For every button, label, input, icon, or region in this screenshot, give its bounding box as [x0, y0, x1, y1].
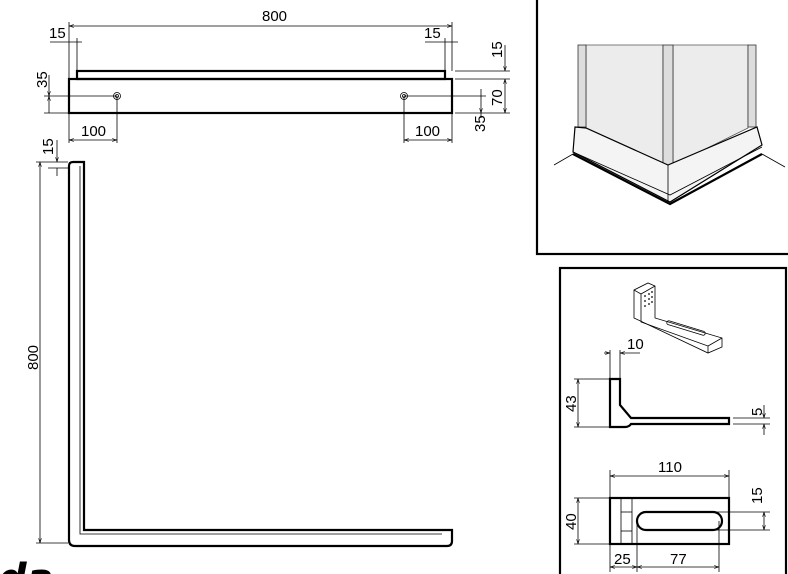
corner-skirting: [572, 126, 763, 203]
bracket-detail: 10 43 5: [558, 266, 788, 574]
svg-text:40: 40: [563, 513, 580, 530]
bracket-isometric: [633, 282, 723, 354]
svg-text:800: 800: [25, 345, 42, 370]
dimension-bracket-width: 40: [563, 497, 610, 545]
base-plate: [67, 77, 454, 115]
svg-text:35: 35: [472, 115, 489, 132]
dimension-right-inset: 15: [424, 25, 458, 71]
svg-text:100: 100: [81, 123, 106, 140]
dimension-right-hole-offset: 100: [403, 96, 453, 143]
l-profile-outline: [67, 160, 454, 548]
svg-text:77: 77: [670, 551, 687, 568]
dimension-slot-offset: 25: [609, 521, 638, 572]
svg-text:5: 5: [749, 408, 766, 416]
svg-text:15: 15: [40, 138, 57, 155]
dimension-overall-width: 800: [68, 8, 453, 79]
svg-text:15: 15: [489, 41, 506, 58]
svg-text:70: 70: [489, 89, 506, 106]
dimension-arm-thickness: 5: [733, 405, 770, 435]
dimension-profile-thickness: 15: [40, 138, 69, 176]
dimension-right-hole-height: 35: [404, 89, 489, 132]
dimension-left-inset: 15: [49, 25, 82, 71]
svg-text:35: 35: [34, 71, 51, 88]
shower-installation-illustration: [535, 0, 788, 256]
dimension-flange-thickness: 10: [604, 336, 644, 379]
top-strip: [75, 69, 447, 81]
brand-logo: da: [0, 556, 54, 574]
bracket-plan-view: 110 40 15 25: [563, 459, 770, 572]
profile-view: 800 15: [25, 138, 454, 548]
l-profile-inner-line: [79, 166, 442, 535]
bracket-side-view: 10 43 5: [563, 336, 770, 435]
dimension-profile-length: 800: [25, 161, 68, 544]
dimension-base-height: 70: [455, 79, 510, 114]
svg-text:15: 15: [424, 25, 441, 42]
svg-text:43: 43: [563, 395, 580, 412]
dimension-bracket-height: 43: [563, 378, 610, 428]
svg-text:10: 10: [627, 336, 644, 353]
dimension-strip-height: 15: [455, 41, 510, 80]
svg-text:25: 25: [614, 551, 631, 568]
top-view: 800 15 15 15 70 35: [34, 8, 510, 143]
dimension-left-hole-offset: 100: [68, 96, 118, 143]
dimension-slot-length: 77: [637, 521, 720, 572]
svg-text:15: 15: [49, 25, 66, 42]
svg-text:110: 110: [658, 459, 682, 476]
adjustment-slot: [635, 510, 724, 532]
dimension-bracket-length: 110: [609, 459, 730, 498]
svg-text:100: 100: [415, 123, 440, 140]
dimension-left-hole-height: 35: [34, 71, 117, 114]
dimension-slot-width: 15: [700, 487, 770, 531]
svg-text:15: 15: [749, 487, 766, 504]
svg-text:800: 800: [262, 8, 287, 25]
